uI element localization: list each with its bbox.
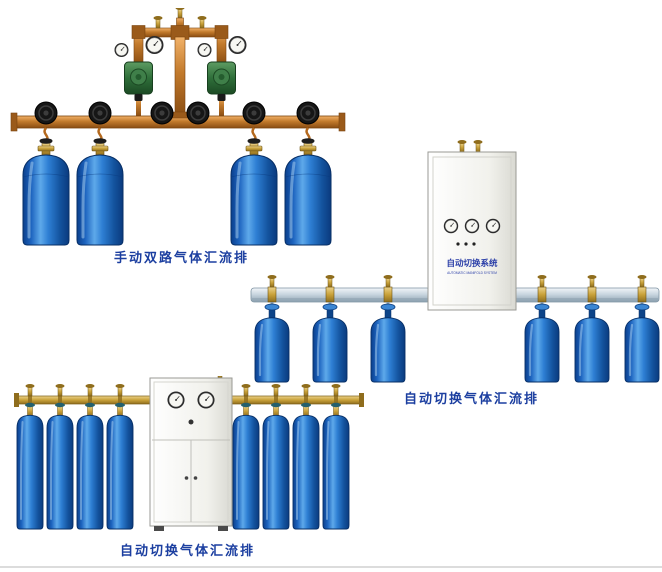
cabinet-top-valve-icon (473, 139, 483, 153)
arm-valve-icon (197, 15, 207, 29)
control-cabinet: 自动切换系统 AUTOMATIC MANIFOLD SYSTEM (427, 139, 517, 311)
pressure-gauge-icon (166, 390, 186, 410)
indicator-light (464, 242, 468, 246)
page-bottom-divider (0, 566, 662, 568)
gas-cylinder (573, 302, 611, 384)
door-handle (184, 476, 189, 480)
gas-cylinder (21, 136, 71, 247)
rail-valve-icon (637, 274, 647, 288)
gas-cylinder (311, 302, 349, 384)
pipe-valve-icon (85, 383, 95, 397)
auto-switch-wall-illustration: 自动切换系统 AUTOMATIC MANIFOLD SYSTEM (250, 139, 660, 384)
cabinet-switch (188, 419, 194, 425)
auto-switch-floor-illustration (14, 376, 364, 531)
rail-valve-icon (537, 274, 547, 288)
cabinet-gauges (443, 218, 501, 234)
gas-cylinders (253, 302, 660, 384)
handwheel-icon (242, 101, 266, 125)
pressure-gauge-icon (464, 218, 480, 234)
door-handle (193, 476, 198, 480)
gas-cylinder (262, 401, 290, 530)
handwheel-icon (296, 101, 320, 125)
gas-cylinder (75, 136, 125, 247)
gas-cylinder (369, 302, 407, 384)
indicator-light (456, 242, 460, 246)
cabinet-subtitle: AUTOMATIC MANIFOLD SYSTEM (447, 271, 497, 275)
control-cabinet (149, 376, 233, 531)
manual-dual-caption: 手动双路气体汇流排 (114, 250, 250, 265)
gas-cylinder (322, 401, 350, 530)
cabinet-top-valve-icon (457, 139, 467, 153)
pipe-valve-icon (241, 383, 251, 397)
pipe-valve-icon (25, 383, 35, 397)
gas-cylinder (106, 401, 134, 530)
gas-cylinder (232, 401, 260, 530)
gas-cylinder (523, 302, 561, 384)
pipe-valve-icon (55, 383, 65, 397)
gas-cylinder (253, 302, 291, 384)
gas-cylinder (76, 401, 104, 530)
cabinet-title: 自动切换系统 (446, 258, 498, 268)
arm-valve-icon (153, 15, 163, 29)
rail-valve-icon (383, 274, 393, 288)
indicator-light (472, 242, 476, 246)
gas-cylinder (292, 401, 320, 530)
pipe-valve-icon (115, 383, 125, 397)
pressure-gauge-icon (443, 218, 459, 234)
gas-cylinder (623, 302, 660, 384)
handwheel-icon (88, 101, 112, 125)
pipe-valve-icon (301, 383, 311, 397)
top-vent-valve-icon (175, 8, 185, 19)
handwheel-icon (34, 101, 58, 125)
pipe-valve-icon (331, 383, 341, 397)
rail-valve-icon (587, 274, 597, 288)
gas-cylinder (46, 401, 74, 530)
auto-switch-floor-caption: 自动切换气体汇流排 (120, 543, 256, 558)
auto-switch-wall-caption: 自动切换气体汇流排 (404, 391, 540, 406)
pipe-valve-icon (271, 383, 281, 397)
pressure-gauge-icon (196, 390, 216, 410)
handwheel-icon (186, 101, 210, 125)
manifold-piping (10, 8, 346, 132)
rail-valve-icon (325, 274, 335, 288)
gas-cylinder (16, 401, 44, 530)
cabinet-foot (154, 526, 164, 531)
pressure-gauge-icon (485, 218, 501, 234)
pipe-valves (25, 383, 341, 406)
manual-dual-manifold-illustration (10, 8, 346, 247)
handwheel-icon (150, 101, 174, 125)
cabinet-foot (218, 526, 228, 531)
rail-valve-icon (267, 274, 277, 288)
